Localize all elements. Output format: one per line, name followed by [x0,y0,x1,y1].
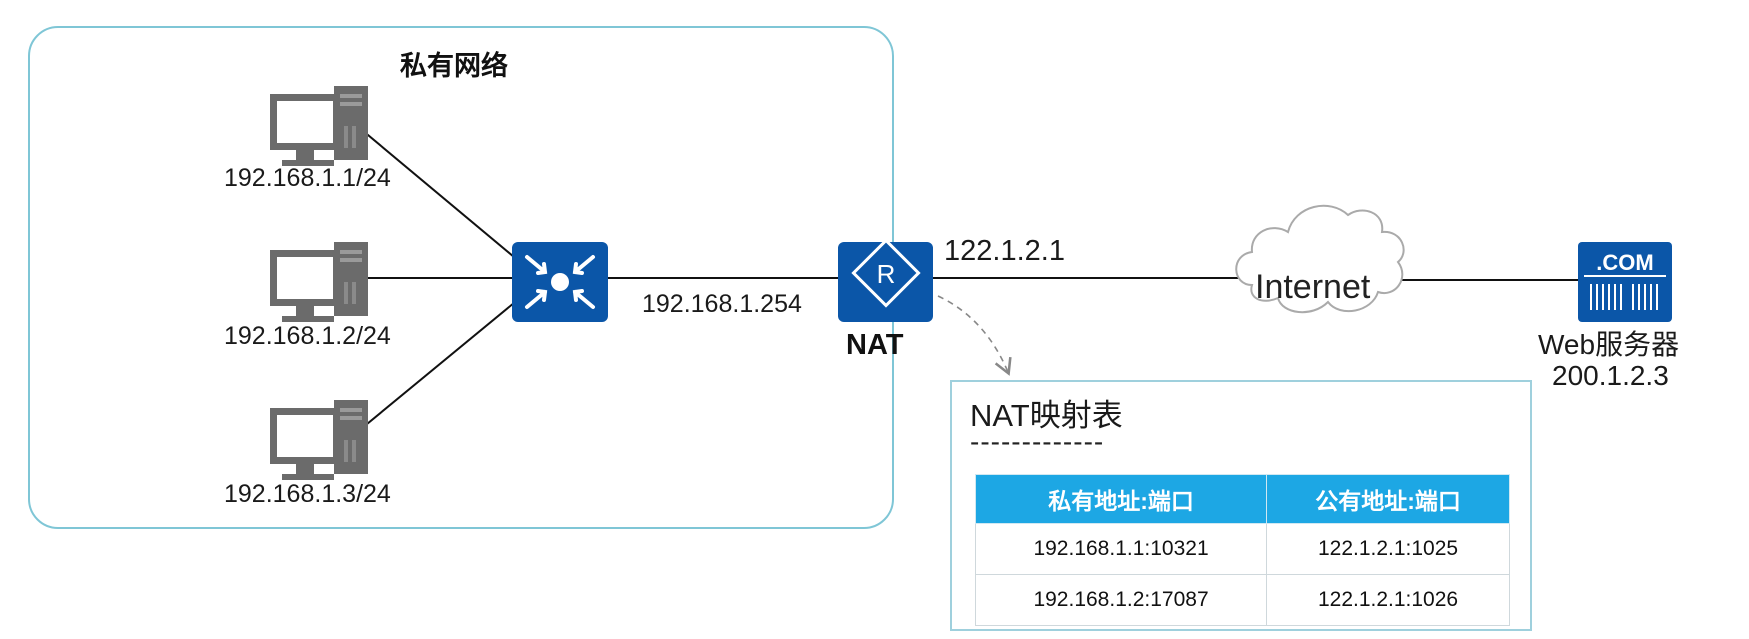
private-address-cell: 192.168.1.1:10321 [974,523,1268,575]
server-title: Web服务器 [1538,329,1680,360]
internet-label: Internet [1255,268,1371,306]
table-header-row: 私有地址:端口 公有地址:端口 [974,474,1510,524]
table-row: 192.168.1.1:10321 122.1.2.1:1025 [974,523,1510,575]
host-ip-label: 192.168.1.3/24 [224,480,391,508]
nat-table-title: NAT映射表 [970,398,1123,433]
server-badge: .COM [1596,250,1653,275]
host-ip-label: 192.168.1.2/24 [224,322,391,350]
link-host1-switch [349,119,521,263]
private-network-title: 私有网络 [400,51,508,81]
host-ip-label: 192.168.1.1/24 [224,164,391,192]
switch-icon [512,242,608,322]
nat-mapping-table: 私有地址:端口 公有地址:端口 192.168.1.1:10321 122.1.… [974,474,1510,626]
computer-icon [270,242,368,322]
column-header: 私有地址:端口 [974,474,1268,524]
nat-table-divider: ------------- [970,426,1105,457]
server-ip: 200.1.2.3 [1552,360,1669,391]
public-address-cell: 122.1.2.1:1026 [1266,574,1510,626]
computer-icon [270,400,368,480]
public-address-cell: 122.1.2.1:1025 [1266,523,1510,575]
computer-icon [270,86,368,166]
nat-table-panel: NAT映射表 ------------- 私有地址:端口 公有地址:端口 192… [950,380,1532,631]
cloud-icon [1235,204,1405,314]
router-icon-letter: R [877,259,896,289]
web-server-icon: .COM [1578,242,1672,322]
link-host3-switch [349,297,521,439]
router-nat-label: NAT [846,329,904,361]
private-address-cell: 192.168.1.2:17087 [974,574,1268,626]
router-inside-ip: 192.168.1.254 [642,290,802,318]
table-row: 192.168.1.2:17087 122.1.2.1:1026 [974,574,1510,626]
router-outside-ip: 122.1.2.1 [944,235,1065,267]
column-header: 公有地址:端口 [1266,474,1510,524]
nat-table-arrow [937,295,1012,376]
router-icon: R [838,238,933,322]
